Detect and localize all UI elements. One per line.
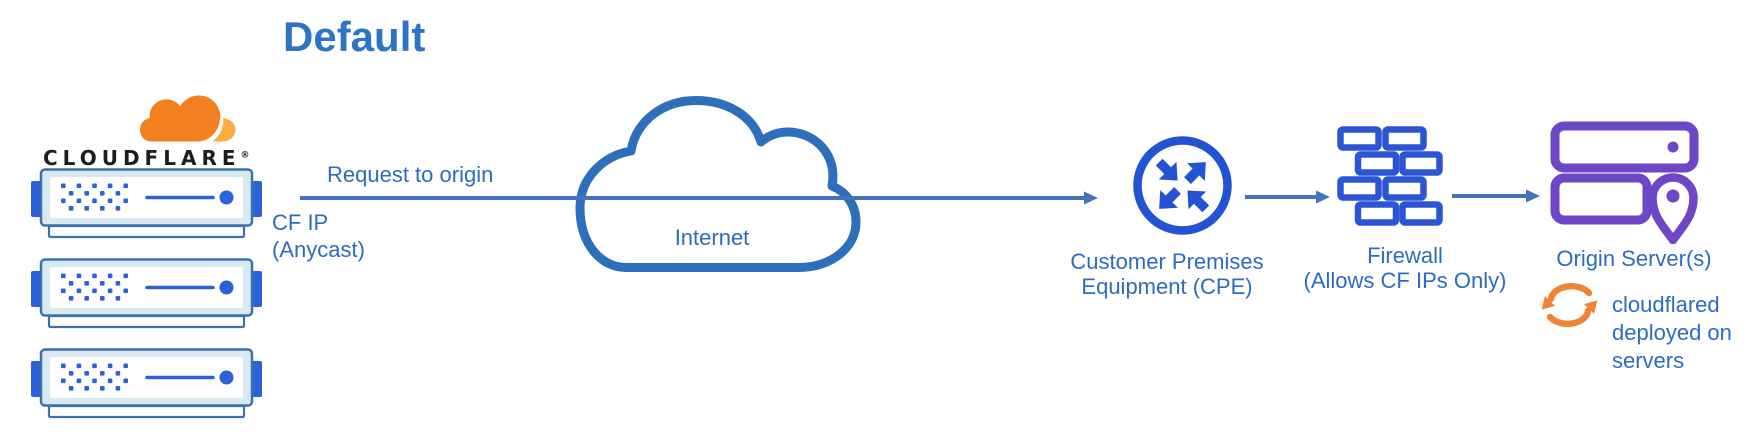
arrow-in-from-se (1187, 190, 1210, 213)
cloudflare-wordmark-text: CLOUDFLARE (43, 146, 241, 170)
origin-servers-label: Origin Server(s) (1556, 246, 1712, 271)
internet-label: Internet (674, 225, 750, 250)
router-icon (1133, 136, 1232, 235)
server-icon (31, 258, 262, 329)
arrow-right-icon (1316, 190, 1330, 204)
arrow-in-from-nw (1155, 158, 1178, 181)
cloudflare-cloud-icon (140, 95, 236, 142)
location-pin-icon (1648, 173, 1698, 244)
server-led-dot (1667, 141, 1679, 153)
arrow-right-icon (1526, 189, 1540, 203)
origin-servers-icon (1550, 121, 1699, 244)
cpe-label: Customer Premises Equipment (CPE) (1070, 249, 1264, 299)
server-icon (31, 348, 262, 419)
cf-ip-anycast-label: CF IP (Anycast) (272, 210, 365, 262)
sync-arrows-icon (1541, 283, 1598, 327)
arrow-right-icon (1084, 191, 1098, 205)
page-title: Default (283, 13, 426, 60)
firewall-icon (1337, 126, 1443, 226)
cloudflare-wordmark: CLOUDFLARE® (43, 146, 250, 170)
firewall-label: Firewall (Allows CF IPs Only) (1303, 243, 1507, 293)
request-to-origin-label: Request to origin (327, 162, 494, 187)
registered-trademark: ® (240, 150, 250, 161)
server-icon (31, 168, 262, 239)
firewall-to-origin-arrow (1452, 189, 1540, 203)
cloudflared-label: cloudflared deployed on servers (1612, 292, 1732, 373)
cloudflare-logo: CLOUDFLARE® (30, 74, 250, 170)
internet-cloud-icon (575, 96, 861, 272)
arrow-out-sw (1159, 187, 1181, 209)
cpe-to-firewall-arrow (1245, 190, 1330, 204)
arrow-out-ne (1184, 162, 1206, 184)
